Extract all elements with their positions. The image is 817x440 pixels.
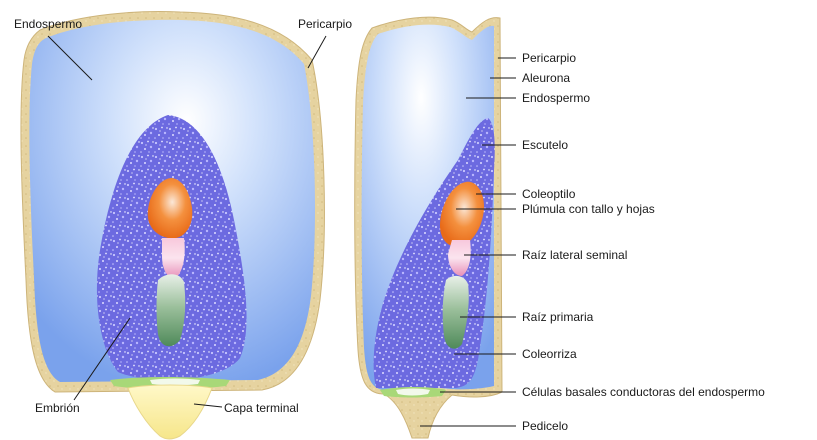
leader-left-pericarp — [308, 36, 326, 68]
left-basal-white — [150, 379, 200, 386]
label-right-basal-cells: Células basales conductoras del endosper… — [522, 385, 765, 399]
left-primary-root — [157, 274, 186, 346]
right-kernel — [355, 17, 502, 438]
label-right-coleoptile: Coleoptilo — [522, 187, 576, 201]
label-right-pericarp: Pericarpio — [522, 51, 576, 65]
label-left-embryo: Embrión — [35, 401, 80, 415]
label-right-plumule: Plúmula con tallo y hojas — [522, 202, 655, 216]
right-labels: Pericarpio Aleurona Endospermo Escutelo … — [522, 51, 765, 433]
label-right-primary-root: Raíz primaria — [522, 310, 594, 324]
label-left-endosperm: Endospermo — [14, 17, 82, 31]
label-right-endosperm: Endospermo — [522, 91, 590, 105]
label-left-terminal-layer: Capa terminal — [224, 401, 299, 415]
label-right-lateral-root: Raíz lateral seminal — [522, 248, 627, 262]
label-left-pericarp: Pericarpio — [298, 17, 352, 31]
right-basal-white — [396, 389, 430, 396]
left-kernel — [21, 12, 324, 439]
label-right-pedicel: Pedicelo — [522, 419, 568, 433]
label-right-scutellum: Escutelo — [522, 138, 568, 152]
left-terminal-layer — [128, 385, 212, 439]
label-right-coleorhiza: Coleorriza — [522, 347, 577, 361]
label-right-aleurone: Aleurona — [522, 71, 570, 85]
